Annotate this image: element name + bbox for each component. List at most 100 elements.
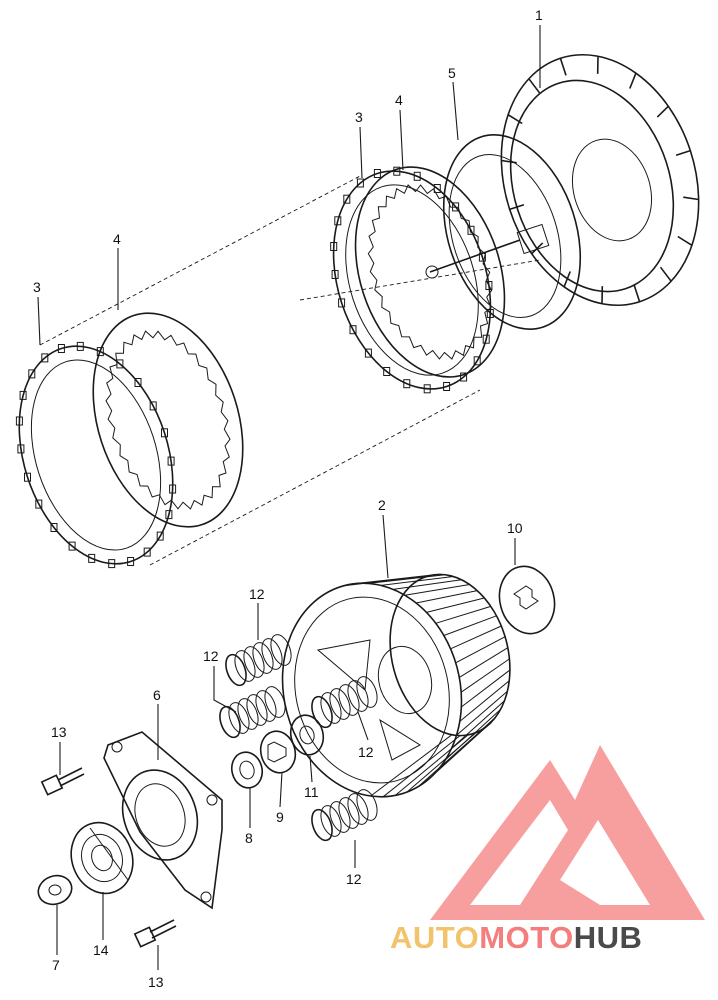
hub-gear-tooth xyxy=(393,579,462,590)
disc-tab xyxy=(460,372,468,382)
disc-tab xyxy=(485,281,493,290)
disc-tab xyxy=(334,216,342,226)
disc-tab xyxy=(330,242,338,251)
housing-slot xyxy=(531,242,544,255)
disc-tab xyxy=(28,369,36,379)
hub-gear-tooth xyxy=(460,658,510,693)
callout-3-lower: 3 xyxy=(33,279,41,295)
plain-plate-lower xyxy=(92,312,244,528)
callout-13-lower: 13 xyxy=(148,974,164,990)
disc-tab xyxy=(433,184,441,193)
housing-slot xyxy=(559,58,567,76)
hub-gear-tooth xyxy=(456,690,508,736)
hub-gear-tooth xyxy=(455,636,506,664)
housing-slot xyxy=(656,105,669,118)
watermark-logo-triangle xyxy=(430,745,705,920)
disc-tab xyxy=(116,359,124,369)
disc-tab xyxy=(24,472,31,482)
spring-left xyxy=(219,686,286,739)
small-washer xyxy=(37,874,73,906)
callout-1: 1 xyxy=(535,7,543,23)
bolt-upper xyxy=(40,767,85,796)
hub-gear-tooth xyxy=(370,734,453,797)
disc-tab xyxy=(149,401,157,411)
disc-tab xyxy=(383,367,391,376)
hub-gear-tooth xyxy=(450,625,502,650)
hub-gear-tooth xyxy=(435,605,491,624)
housing-slot xyxy=(633,284,641,302)
disc-tab xyxy=(156,531,164,541)
callout-10: 10 xyxy=(507,520,523,536)
disc-tab xyxy=(96,347,104,357)
disc-tab xyxy=(134,378,142,387)
clutch-outer-housing xyxy=(500,53,700,307)
friction-disc-upper xyxy=(330,166,494,394)
callout-6: 6 xyxy=(153,687,161,703)
housing-slot xyxy=(509,203,525,211)
callout-12-top: 12 xyxy=(249,586,265,602)
spring-bottom xyxy=(311,789,378,842)
svg-text:AUTOMOTOHUB: AUTOMOTOHUB xyxy=(390,920,642,955)
disc-tab xyxy=(331,270,339,279)
callout-13-upper: 13 xyxy=(51,724,67,740)
disc-tab xyxy=(76,341,84,351)
hub-gear-tooth xyxy=(394,734,469,796)
callout-12-bottom: 12 xyxy=(346,871,362,887)
disc-tab xyxy=(403,379,411,389)
disc-tab xyxy=(161,428,168,438)
disc-tab xyxy=(50,523,58,532)
housing-slot xyxy=(677,235,693,246)
housing-slot xyxy=(629,72,637,89)
disc-tab xyxy=(15,416,23,426)
disc-tab xyxy=(35,499,43,509)
callout-4-lower: 4 xyxy=(113,231,121,247)
washer xyxy=(289,714,325,756)
watermark-word-moto: MOTO xyxy=(479,920,573,955)
disc-tab xyxy=(393,166,401,176)
callout-12-center: 12 xyxy=(358,744,374,760)
disc-tab xyxy=(364,348,372,358)
automotohub-watermark: AUTOMOTOHUB xyxy=(390,745,705,955)
leader-lines xyxy=(37,25,541,970)
callout-9: 9 xyxy=(276,809,284,825)
hub-gear-tooth xyxy=(451,700,505,749)
callout-8: 8 xyxy=(245,830,253,846)
hub-gear-tooth xyxy=(417,728,484,788)
spline-washer xyxy=(259,730,297,774)
disc-tab xyxy=(343,194,351,204)
lock-washer xyxy=(498,565,556,635)
disc-tab xyxy=(486,309,494,318)
watermark-word-hub: HUB xyxy=(574,920,643,955)
clutch-center-hub xyxy=(281,573,511,798)
callout-12-left: 12 xyxy=(203,648,219,664)
bolt-lower xyxy=(133,919,177,948)
callout-3-upper: 3 xyxy=(355,109,363,125)
callout-14: 14 xyxy=(93,942,109,958)
hub-gear-tooth xyxy=(459,680,510,722)
disc-tab xyxy=(88,553,96,563)
callout-4-upper: 4 xyxy=(395,92,403,108)
disc-tab xyxy=(443,382,451,391)
clutch-springs xyxy=(219,634,378,842)
disc-tab xyxy=(169,484,177,494)
disc-tab xyxy=(17,444,25,454)
callout-2: 2 xyxy=(378,497,386,513)
plain-plate-upper xyxy=(354,166,506,378)
disc-tab xyxy=(41,353,49,363)
disc-tab xyxy=(349,325,357,335)
disc-tab xyxy=(143,547,151,557)
pressure-plate xyxy=(425,134,582,330)
disc-tab xyxy=(338,298,346,308)
callout-11: 11 xyxy=(304,784,319,800)
hub-gear-tooth xyxy=(443,615,497,636)
hub-gear-tooth xyxy=(404,584,470,596)
disc-tab xyxy=(478,252,486,262)
housing-slot xyxy=(507,114,523,125)
friction-disc-lower xyxy=(15,341,177,569)
housing-slot xyxy=(683,196,699,201)
disc-tab xyxy=(127,557,135,566)
housing-slot xyxy=(563,271,571,288)
spring-center xyxy=(311,676,378,729)
disc-tab xyxy=(413,171,421,181)
hub-gear-tooth xyxy=(416,590,478,604)
